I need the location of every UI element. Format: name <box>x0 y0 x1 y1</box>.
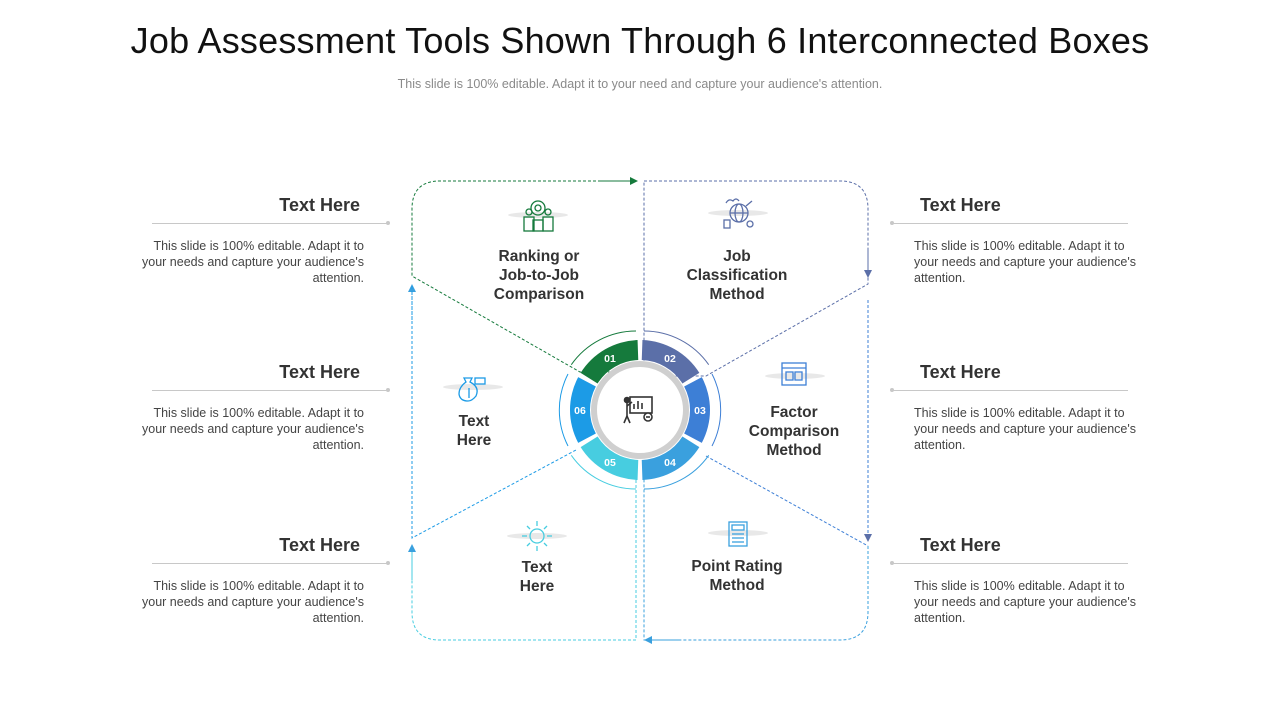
side-block-right-1: Text Here This slide is 100% editable. A… <box>914 195 1144 286</box>
side-body: This slide is 100% editable. Adapt it to… <box>914 239 1136 285</box>
side-block-left-2: Text Here This slide is 100% editable. A… <box>136 362 366 453</box>
box-outline-4 <box>643 460 869 641</box>
label-line: Comparison <box>748 423 840 440</box>
segment-number-04: 04 <box>664 457 676 469</box>
box-outline-3 <box>705 455 869 547</box>
ring-segment-04 <box>641 436 700 480</box>
label-line: Text <box>458 413 490 430</box>
label-line: Job <box>723 248 751 265</box>
label-line: Here <box>519 578 555 595</box>
money-network-icon <box>507 521 567 551</box>
ring-segment-05 <box>580 436 639 480</box>
side-heading: Text Here <box>279 535 360 555</box>
globe-network-icon <box>708 198 768 229</box>
label-line: Factor <box>770 404 818 421</box>
segment-number-02: 02 <box>664 353 676 365</box>
label-line: Text <box>521 559 553 576</box>
segment-number-01: 01 <box>604 353 616 365</box>
divider-line <box>152 221 390 225</box>
money-bag-icon <box>443 377 503 402</box>
segment-number-03: 03 <box>694 405 706 417</box>
ring-rim-6 <box>558 373 569 447</box>
segment-label-4: Point Rating Method <box>676 557 798 595</box>
ring-rim-2 <box>643 330 710 365</box>
calculator-icon <box>708 521 768 547</box>
label-line: Method <box>709 286 765 303</box>
side-body: This slide is 100% editable. Adapt it to… <box>914 406 1136 452</box>
ring-rim-5 <box>570 455 637 490</box>
segment-number-06: 06 <box>574 405 586 417</box>
ring-rim-4 <box>643 455 710 490</box>
label-line: Comparison <box>493 286 585 303</box>
page-subtitle: This slide is 100% editable. Adapt it to… <box>397 77 883 91</box>
side-heading: Text Here <box>279 362 360 382</box>
box-outline-2 <box>643 180 869 377</box>
label-line: Method <box>766 442 822 459</box>
ring-segment-02 <box>641 340 700 384</box>
segment-number-05: 05 <box>604 457 616 469</box>
ring-rim-1 <box>570 330 637 365</box>
box-outline-5 <box>411 460 637 641</box>
side-body: This slide is 100% editable. Adapt it to… <box>914 579 1136 625</box>
side-body: This slide is 100% editable. Adapt it to… <box>142 406 364 452</box>
label-line: Job-to-Job <box>498 267 580 284</box>
ring-segment-06 <box>570 377 596 443</box>
side-heading: Text Here <box>920 195 1001 215</box>
side-block-right-3: Text Here This slide is 100% editable. A… <box>914 535 1144 626</box>
label-line: Method <box>709 577 765 594</box>
segment-label-3: Factor Comparison Method <box>733 403 855 460</box>
side-block-right-2: Text Here This slide is 100% editable. A… <box>914 362 1144 453</box>
segment-label-2: Job Classification Method <box>676 247 798 304</box>
label-line: Point Rating <box>691 558 783 575</box>
side-heading: Text Here <box>920 535 1001 555</box>
box-outline-1 <box>411 180 636 373</box>
divider-line <box>890 388 1128 392</box>
presentation-board-icon <box>623 396 653 424</box>
segment-label-6: Text Here <box>433 412 515 450</box>
side-block-left-3: Text Here This slide is 100% editable. A… <box>136 535 366 626</box>
side-body: This slide is 100% editable. Adapt it to… <box>142 239 364 285</box>
ring-rim-3 <box>711 373 722 447</box>
team-gear-icon <box>508 200 568 232</box>
box-outline-6 <box>411 286 577 539</box>
divider-line <box>152 388 390 392</box>
side-body: This slide is 100% editable. Adapt it to… <box>142 579 364 625</box>
label-line: Classification <box>686 267 788 284</box>
ring-segment-03 <box>684 377 710 443</box>
side-heading: Text Here <box>920 362 1001 382</box>
label-line: Here <box>456 432 492 449</box>
side-block-left-1: Text Here This slide is 100% editable. A… <box>136 195 366 286</box>
ring-segment-01 <box>580 340 639 384</box>
segment-label-5: Text Here <box>496 558 578 596</box>
document-compare-icon <box>765 362 825 386</box>
page-title: Job Assessment Tools Shown Through 6 Int… <box>130 20 1150 61</box>
divider-line <box>890 561 1128 565</box>
divider-line <box>890 221 1128 225</box>
segment-label-1: Ranking or Job-to-Job Comparison <box>478 247 600 304</box>
divider-line <box>152 561 390 565</box>
side-heading: Text Here <box>279 195 360 215</box>
label-line: Ranking or <box>498 248 580 265</box>
